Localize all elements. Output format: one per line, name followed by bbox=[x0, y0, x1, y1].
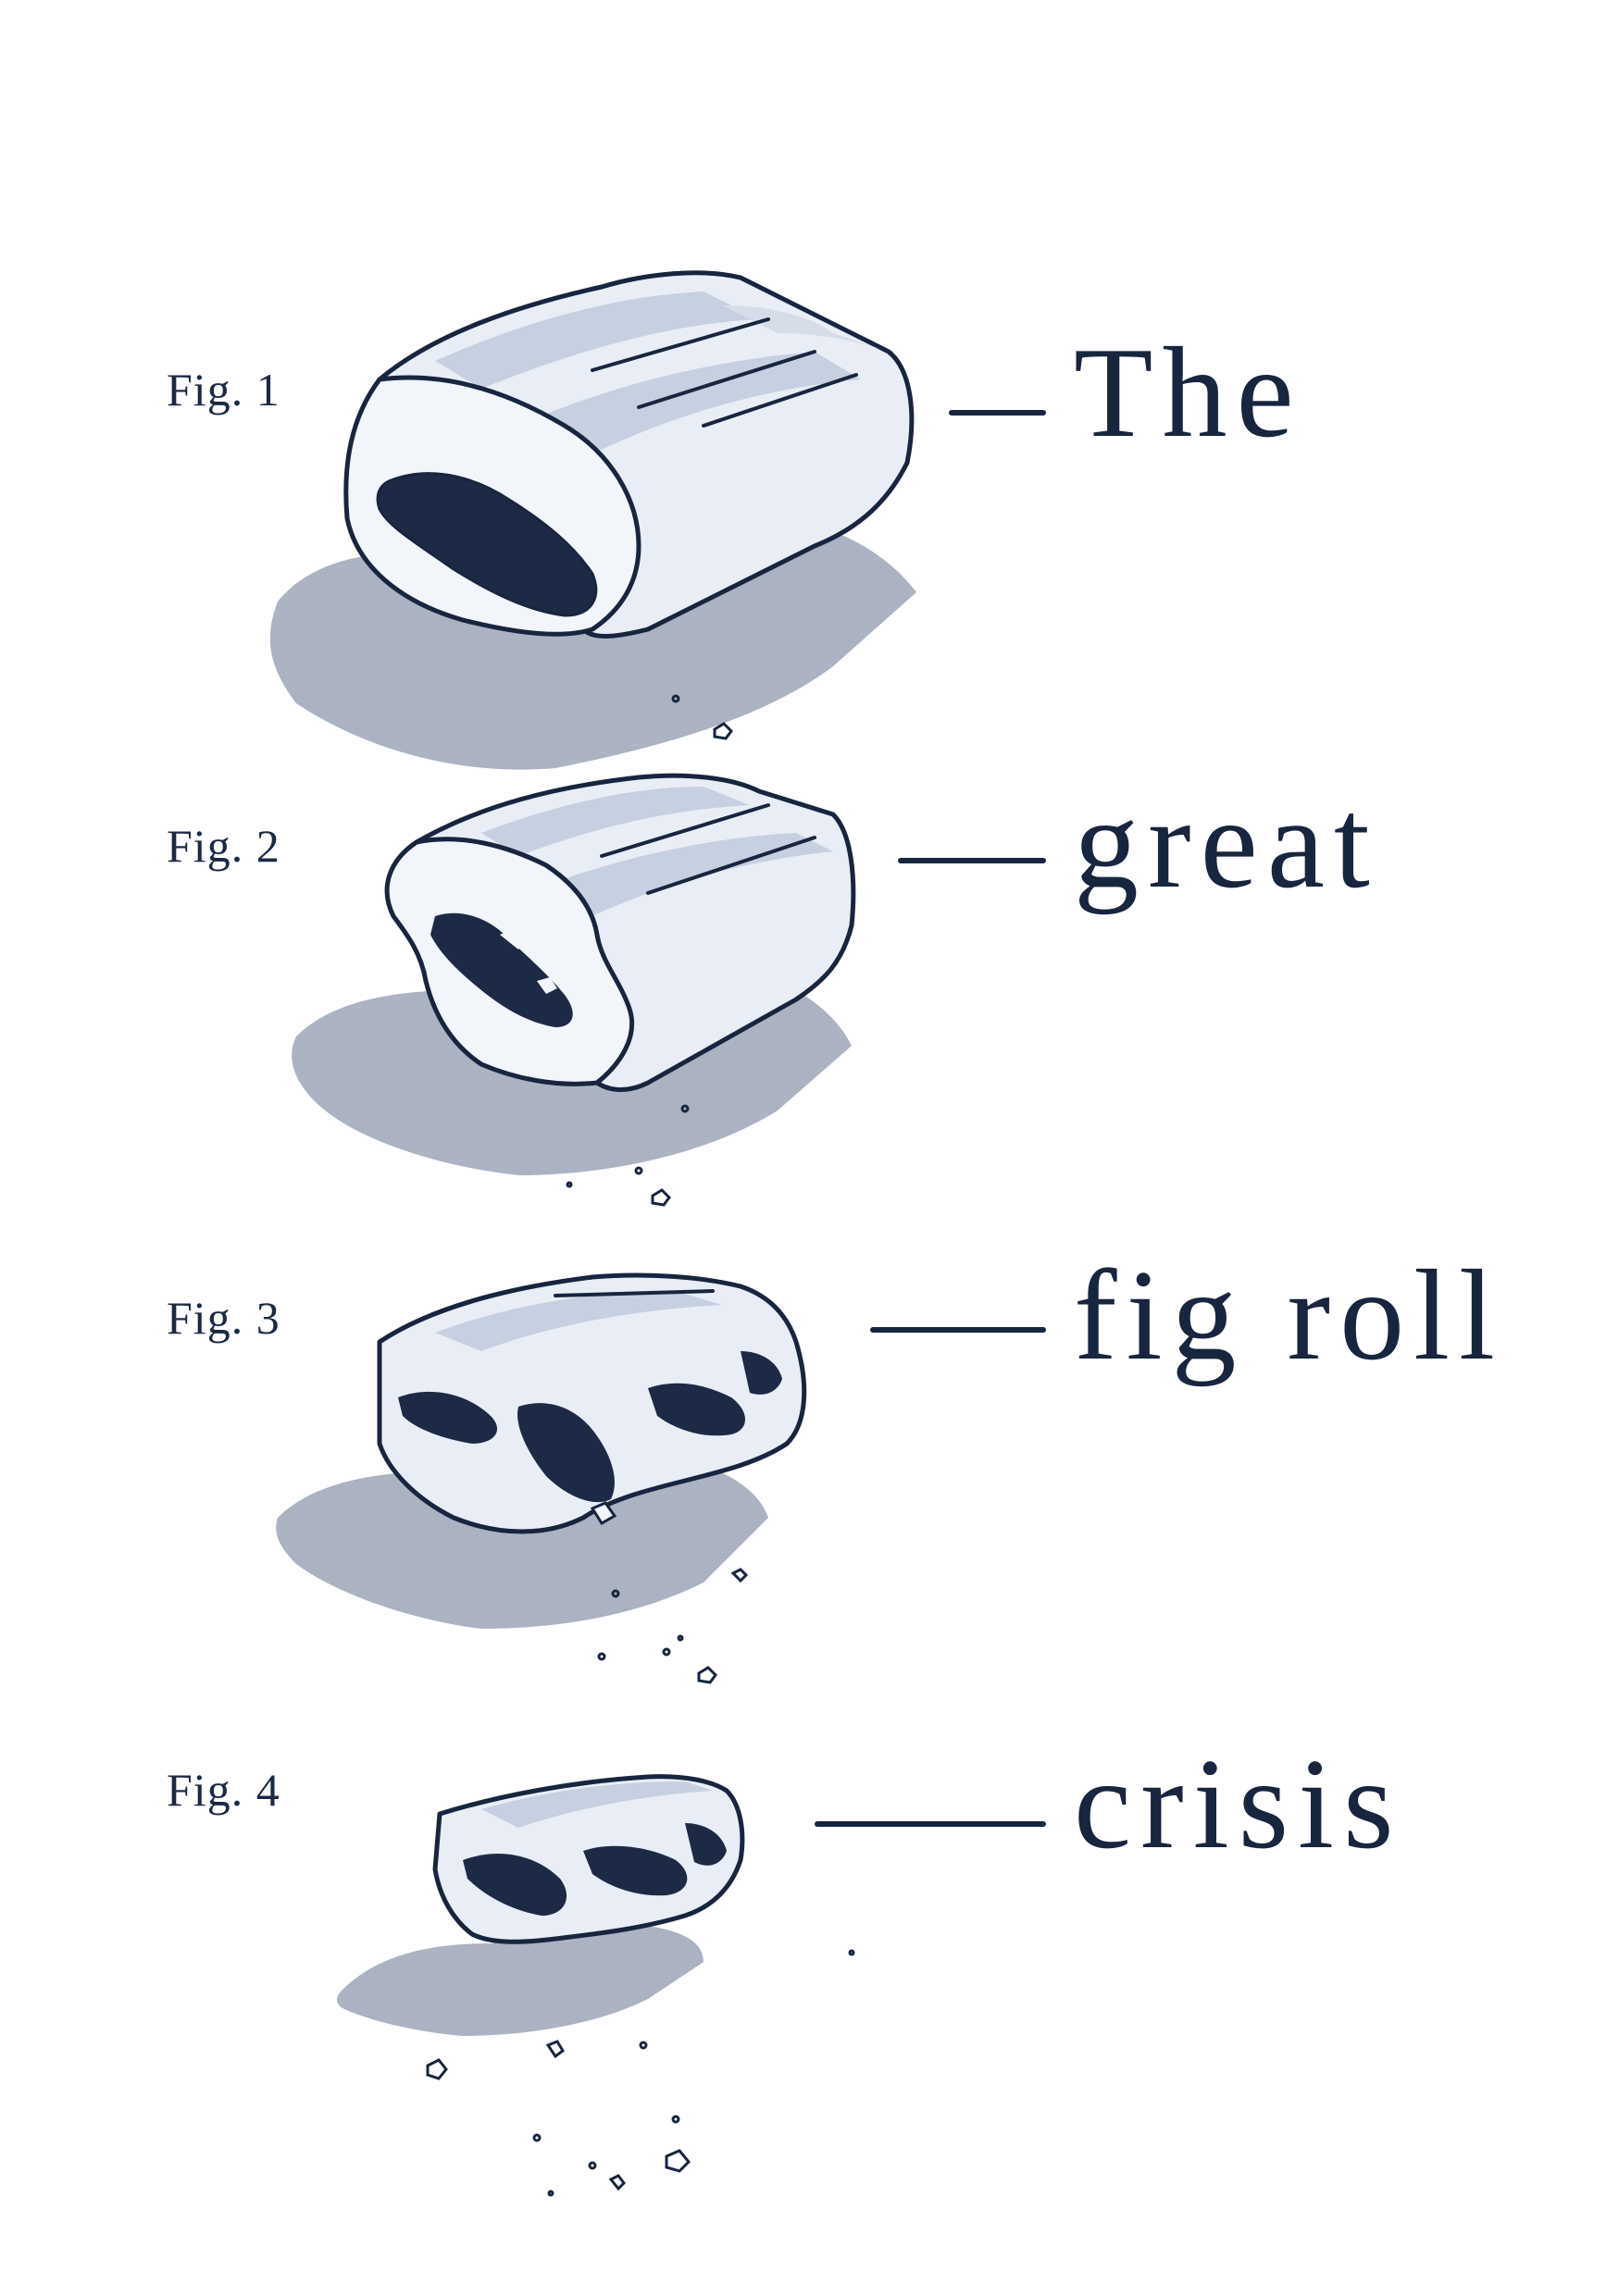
title-word-the: The bbox=[1074, 321, 1303, 465]
fig-roll-whole bbox=[269, 270, 916, 770]
leader-line-1 bbox=[949, 410, 1046, 416]
fig-roll-bitten bbox=[292, 773, 856, 1175]
leader-line-4 bbox=[815, 1821, 1046, 1827]
crumbs-fig-4 bbox=[426, 1949, 855, 2197]
title-word-crisis: crisis bbox=[1074, 1732, 1403, 1876]
title-word-great: great bbox=[1074, 772, 1379, 915]
fig-1-label: Fig. 1 bbox=[167, 364, 280, 416]
fig-roll-half-eaten bbox=[276, 1272, 807, 1629]
fig-3-label: Fig. 3 bbox=[167, 1292, 280, 1344]
crumbs-fig-3 bbox=[597, 1568, 749, 1684]
leader-line-3 bbox=[870, 1327, 1046, 1333]
fig-4-label: Fig. 4 bbox=[167, 1764, 280, 1816]
leader-line-2 bbox=[898, 858, 1046, 863]
crumbs-fig-1 bbox=[671, 694, 733, 740]
fig-roll-remnant bbox=[337, 1774, 745, 2036]
fig-2-label: Fig. 2 bbox=[167, 820, 280, 872]
title-word-fig-roll: fig roll bbox=[1074, 1244, 1504, 1387]
crumbs-fig-2 bbox=[566, 1104, 690, 1207]
